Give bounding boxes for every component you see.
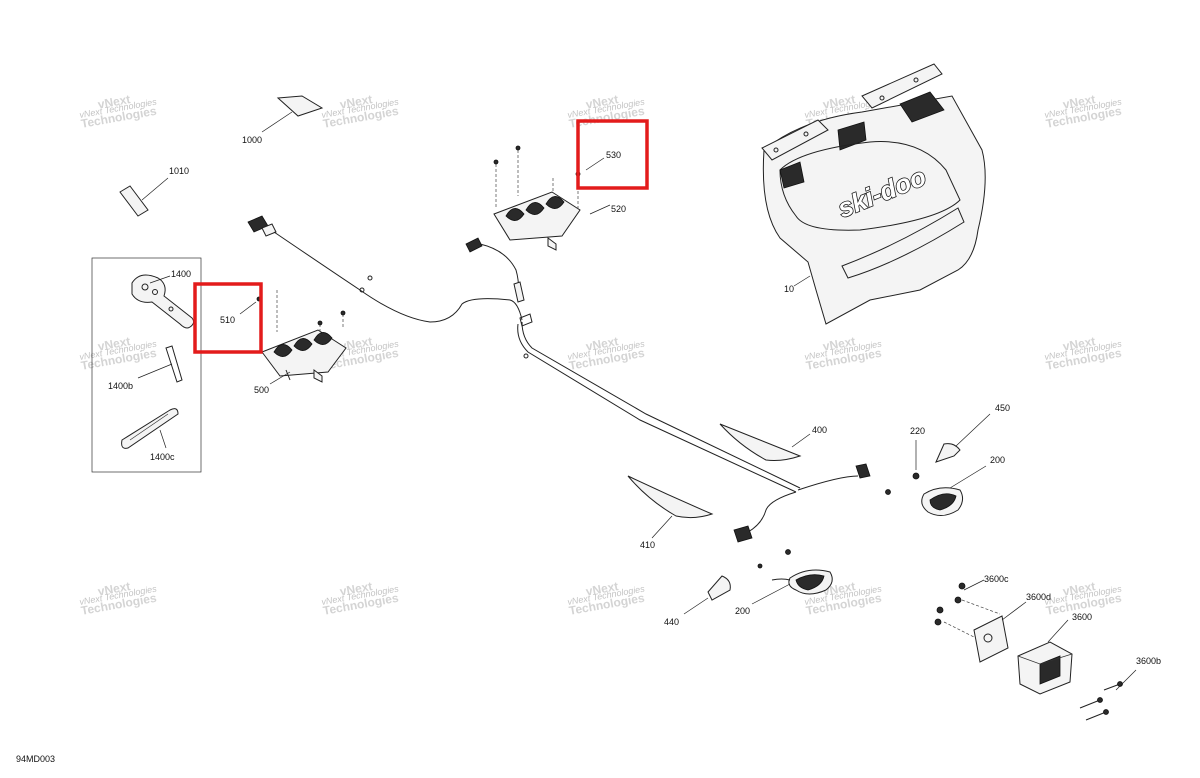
hitch-bolts-3600b[interactable] [1079,681,1123,721]
svg-text:vNext: vNext [1062,334,1097,353]
callout-3600c: 3600c [984,574,1009,584]
callout-530: 530 [606,150,621,160]
hitch-receiver-3600[interactable] [1017,641,1073,695]
callout-510: 510 [220,315,235,325]
grip-plate-520[interactable] [493,191,581,251]
hitch-bolts-3600c[interactable] [934,582,1001,639]
callout-1400b: 1400b [108,381,133,391]
rear-flap-10[interactable]: ski-doo [761,63,986,325]
watermark: vNext Technologies vNext Technologies [567,579,646,618]
reflector-400[interactable] [719,423,802,461]
svg-text:vNext: vNext [822,92,857,111]
callout-1400c: 1400c [150,452,175,462]
callout-400: 400 [812,425,827,435]
svg-text:vNext: vNext [585,579,620,598]
highlight-box-530 [576,119,649,190]
svg-text:vNext: vNext [822,334,857,353]
diagram-code: 94MD003 [16,754,55,764]
callout-500: 500 [254,385,269,395]
svg-text:vNext: vNext [1062,92,1097,111]
callout-10: 10 [784,284,794,294]
callout-1400: 1400 [171,269,191,279]
tool-kit-group-1400: 1400 1400b 1400c [91,257,202,473]
tool-kit-box [91,257,202,473]
wrench-tool-1400[interactable] [131,274,195,329]
svg-text:vNext: vNext [339,334,374,353]
tool-bar-1400c[interactable] [121,408,179,449]
watermark: vNext Technologies vNext Technologies [567,92,646,131]
callout-520: 520 [611,204,626,214]
callout-220: 220 [910,426,925,436]
svg-text:vNext: vNext [585,92,620,111]
callout-200-lower: 200 [735,606,750,616]
highlight-box-510 [193,282,263,354]
svg-text:vNext: vNext [97,579,132,598]
wiring-harness[interactable] [247,215,871,543]
svg-text:vNext: vNext [97,334,132,353]
light-200-lower[interactable] [757,549,833,595]
hitch-plate-3600d[interactable] [973,615,1009,663]
watermark: vNext Technologies vNext Technologies [79,579,158,618]
callout-3600d: 3600d [1026,592,1051,602]
watermark: vNext Technologies vNext Technologies [321,92,400,131]
callout-1010: 1010 [169,166,189,176]
light-200-upper[interactable] [921,487,964,516]
reflector-410[interactable] [627,475,714,519]
callout-450: 450 [995,403,1010,413]
watermark: vNext Technologies vNext Technologies [804,334,883,373]
svg-text:vNext: vNext [339,579,374,598]
callout-440: 440 [664,617,679,627]
callout-3600b: 3600b [1136,656,1161,666]
nut-220[interactable] [885,472,920,495]
watermark: vNext Technologies vNext Technologies [321,579,400,618]
svg-text:vNext: vNext [585,334,620,353]
callout-1000: 1000 [242,135,262,145]
grip-plate-500[interactable] [261,329,347,383]
hex-key-1400b[interactable] [165,345,183,383]
watermark: vNext Technologies vNext Technologies [1044,92,1123,131]
reflector-450[interactable] [935,443,961,463]
part-1010-decal[interactable]: 1010 [119,166,189,217]
callout-200-upper: 200 [990,455,1005,465]
svg-text:vNext: vNext [97,92,132,111]
svg-text:vNext: vNext [339,92,374,111]
svg-text:vNext: vNext [1062,579,1097,598]
watermark: vNext Technologies vNext Technologies [1044,334,1123,373]
reflector-440[interactable] [707,575,731,601]
watermark: vNext Technologies vNext Technologies [79,92,158,131]
watermark: vNext Technologies vNext Technologies [79,334,158,373]
callout-410: 410 [640,540,655,550]
watermark: vNext Technologies vNext Technologies [567,334,646,373]
callout-3600: 3600 [1072,612,1092,622]
part-1000-decal[interactable]: 1000 [242,95,324,145]
